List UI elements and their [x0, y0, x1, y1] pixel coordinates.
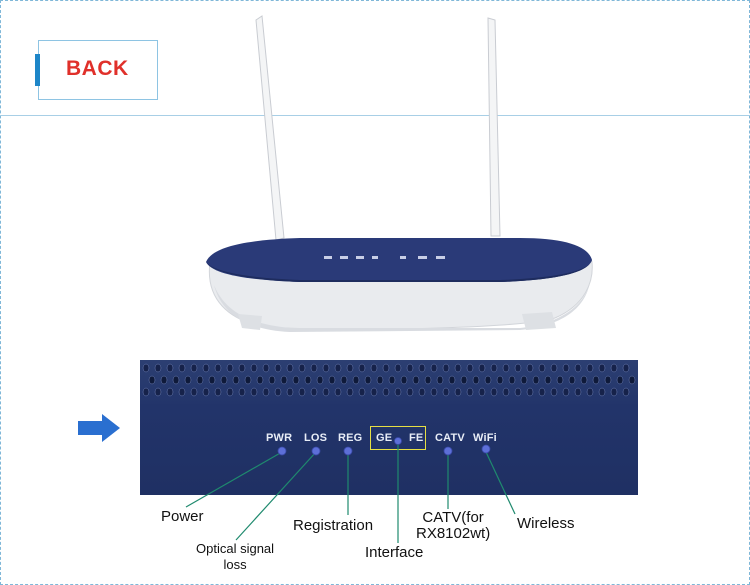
section-divider [0, 115, 750, 116]
led-label-fe: FE [409, 432, 424, 444]
led-label-pwr: PWR [266, 432, 293, 444]
back-accent-bar [35, 54, 40, 86]
reg-led-dot [343, 446, 353, 456]
caption-registration: Registration [293, 517, 374, 534]
back-label-box [38, 40, 158, 100]
caption-optical-line1: Optical signal [196, 541, 275, 556]
led-panel-closeup [140, 360, 638, 495]
ge-fe-led-dot [394, 437, 402, 445]
caption-wireless: Wireless [517, 515, 575, 532]
catv-led-dot [443, 446, 453, 456]
caption-catv-line2: RX8102wt) [416, 525, 491, 542]
led-label-reg: REG [338, 432, 363, 444]
led-label-ge: GE [376, 432, 393, 444]
caption-catv-line1: CATV(for [422, 509, 484, 526]
vent-holes [142, 363, 636, 397]
los-led-dot [311, 446, 321, 456]
pwr-led-dot [277, 446, 287, 456]
caption-optical-signal-loss: Optical signal loss [196, 541, 274, 573]
led-label-catv: CATV [435, 432, 465, 444]
router-top-cover [206, 238, 592, 282]
caption-optical-line2: loss [223, 557, 247, 572]
led-label-los: LOS [304, 432, 328, 444]
caption-power: Power [161, 508, 204, 525]
wifi-led-dot [481, 444, 491, 454]
left-antenna [255, 15, 285, 241]
back-label: BACK [66, 57, 129, 80]
right-antenna [487, 17, 501, 237]
caption-catv: CATV(for RX8102wt) [416, 510, 490, 542]
led-label-wifi: WiFi [473, 432, 497, 444]
router-led-row [324, 256, 445, 259]
right-arrow-icon [78, 414, 120, 442]
router-image [206, 15, 593, 332]
caption-interface: Interface [365, 544, 424, 561]
